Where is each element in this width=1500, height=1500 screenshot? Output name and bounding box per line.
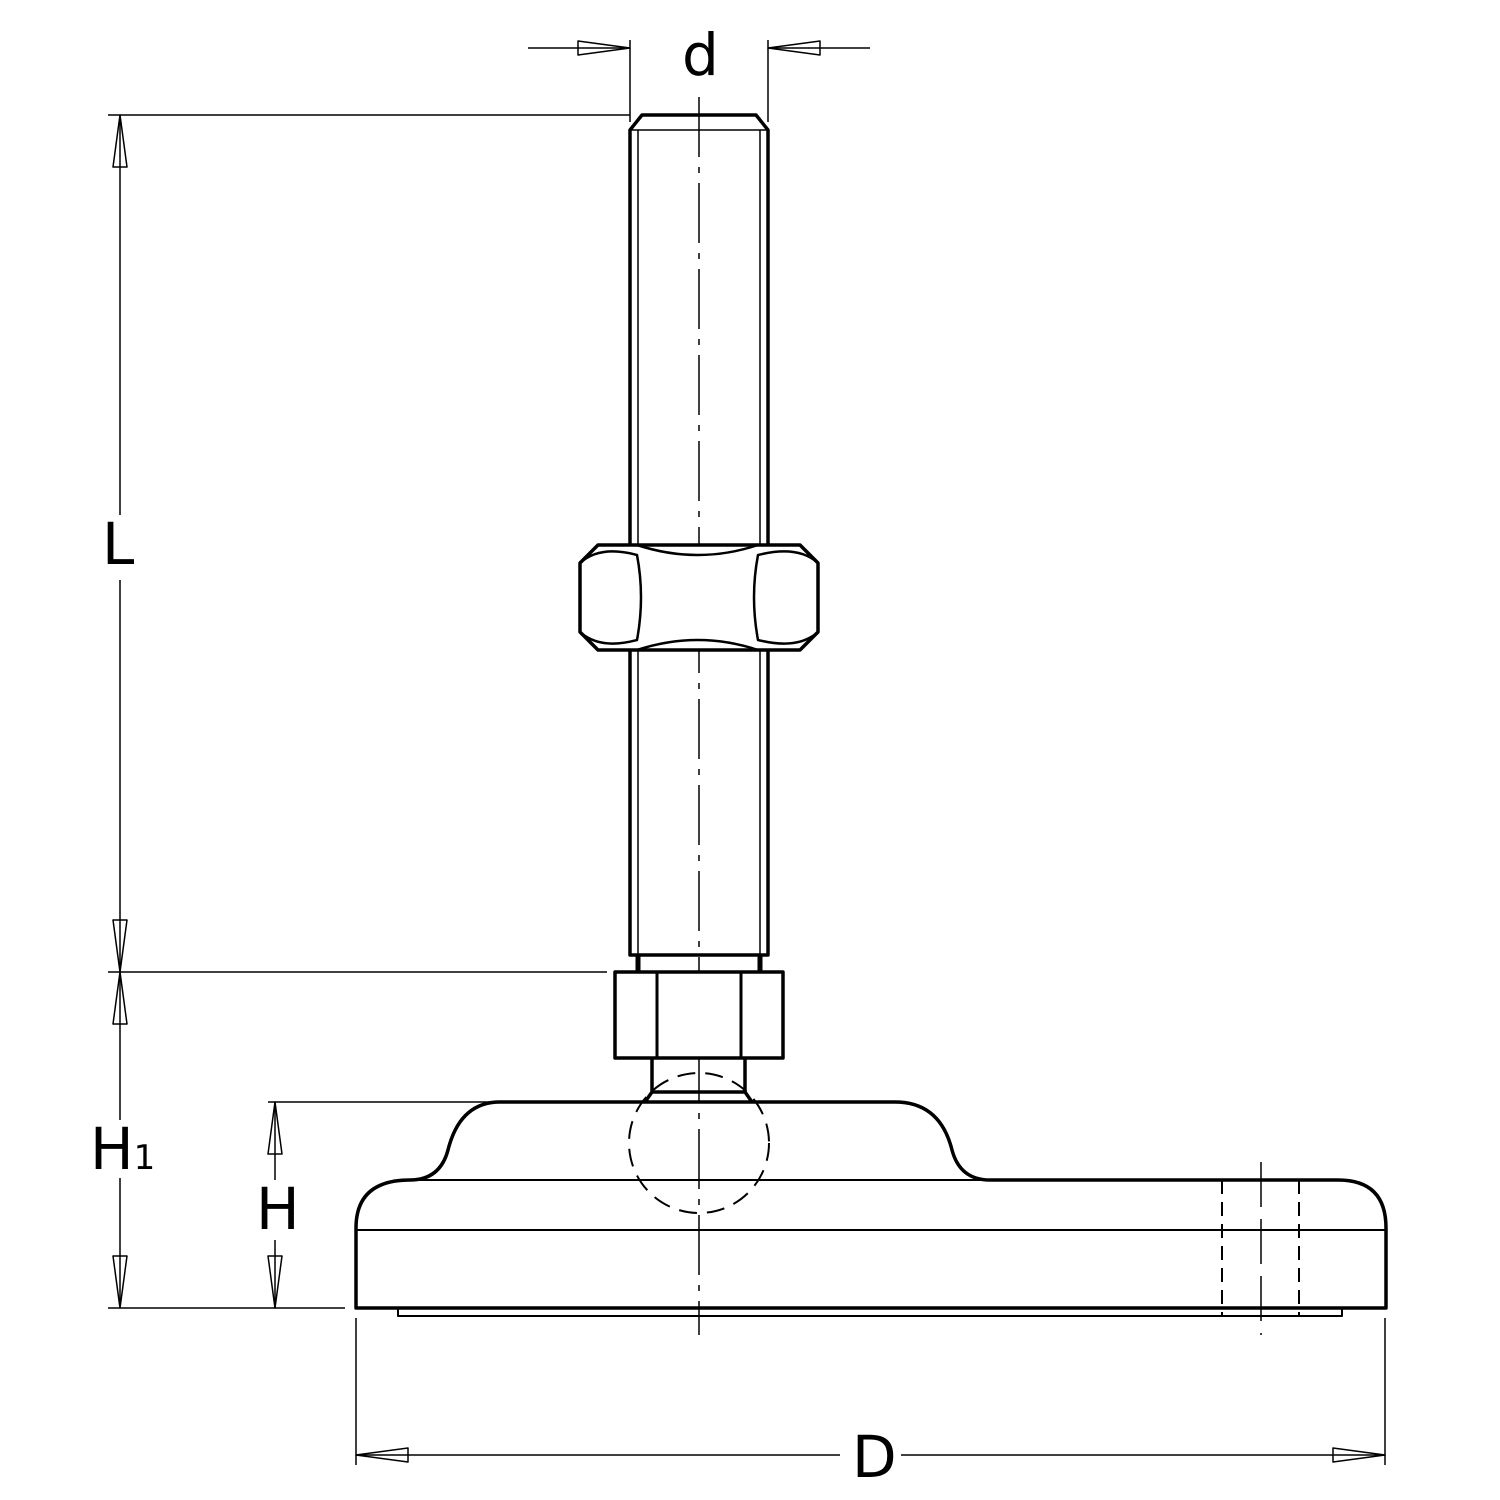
dimension-label-D: D [848,1428,901,1486]
ball-joint-hidden [628,1072,770,1214]
dimension-label-d: d [678,26,723,84]
dimension-lines [108,40,1386,1465]
dimension-label-H1-main: H [90,1115,134,1183]
lower-hex [613,970,785,1104]
threaded-rod [628,113,770,972]
dimension-label-H1-sub: 1 [133,1138,156,1178]
base-plate [354,1100,1388,1335]
dimension-label-H: H [252,1180,304,1238]
dimension-label-H1: H1 [86,1120,160,1178]
dimension-label-L: L [98,515,139,573]
hex-nut [578,543,820,652]
